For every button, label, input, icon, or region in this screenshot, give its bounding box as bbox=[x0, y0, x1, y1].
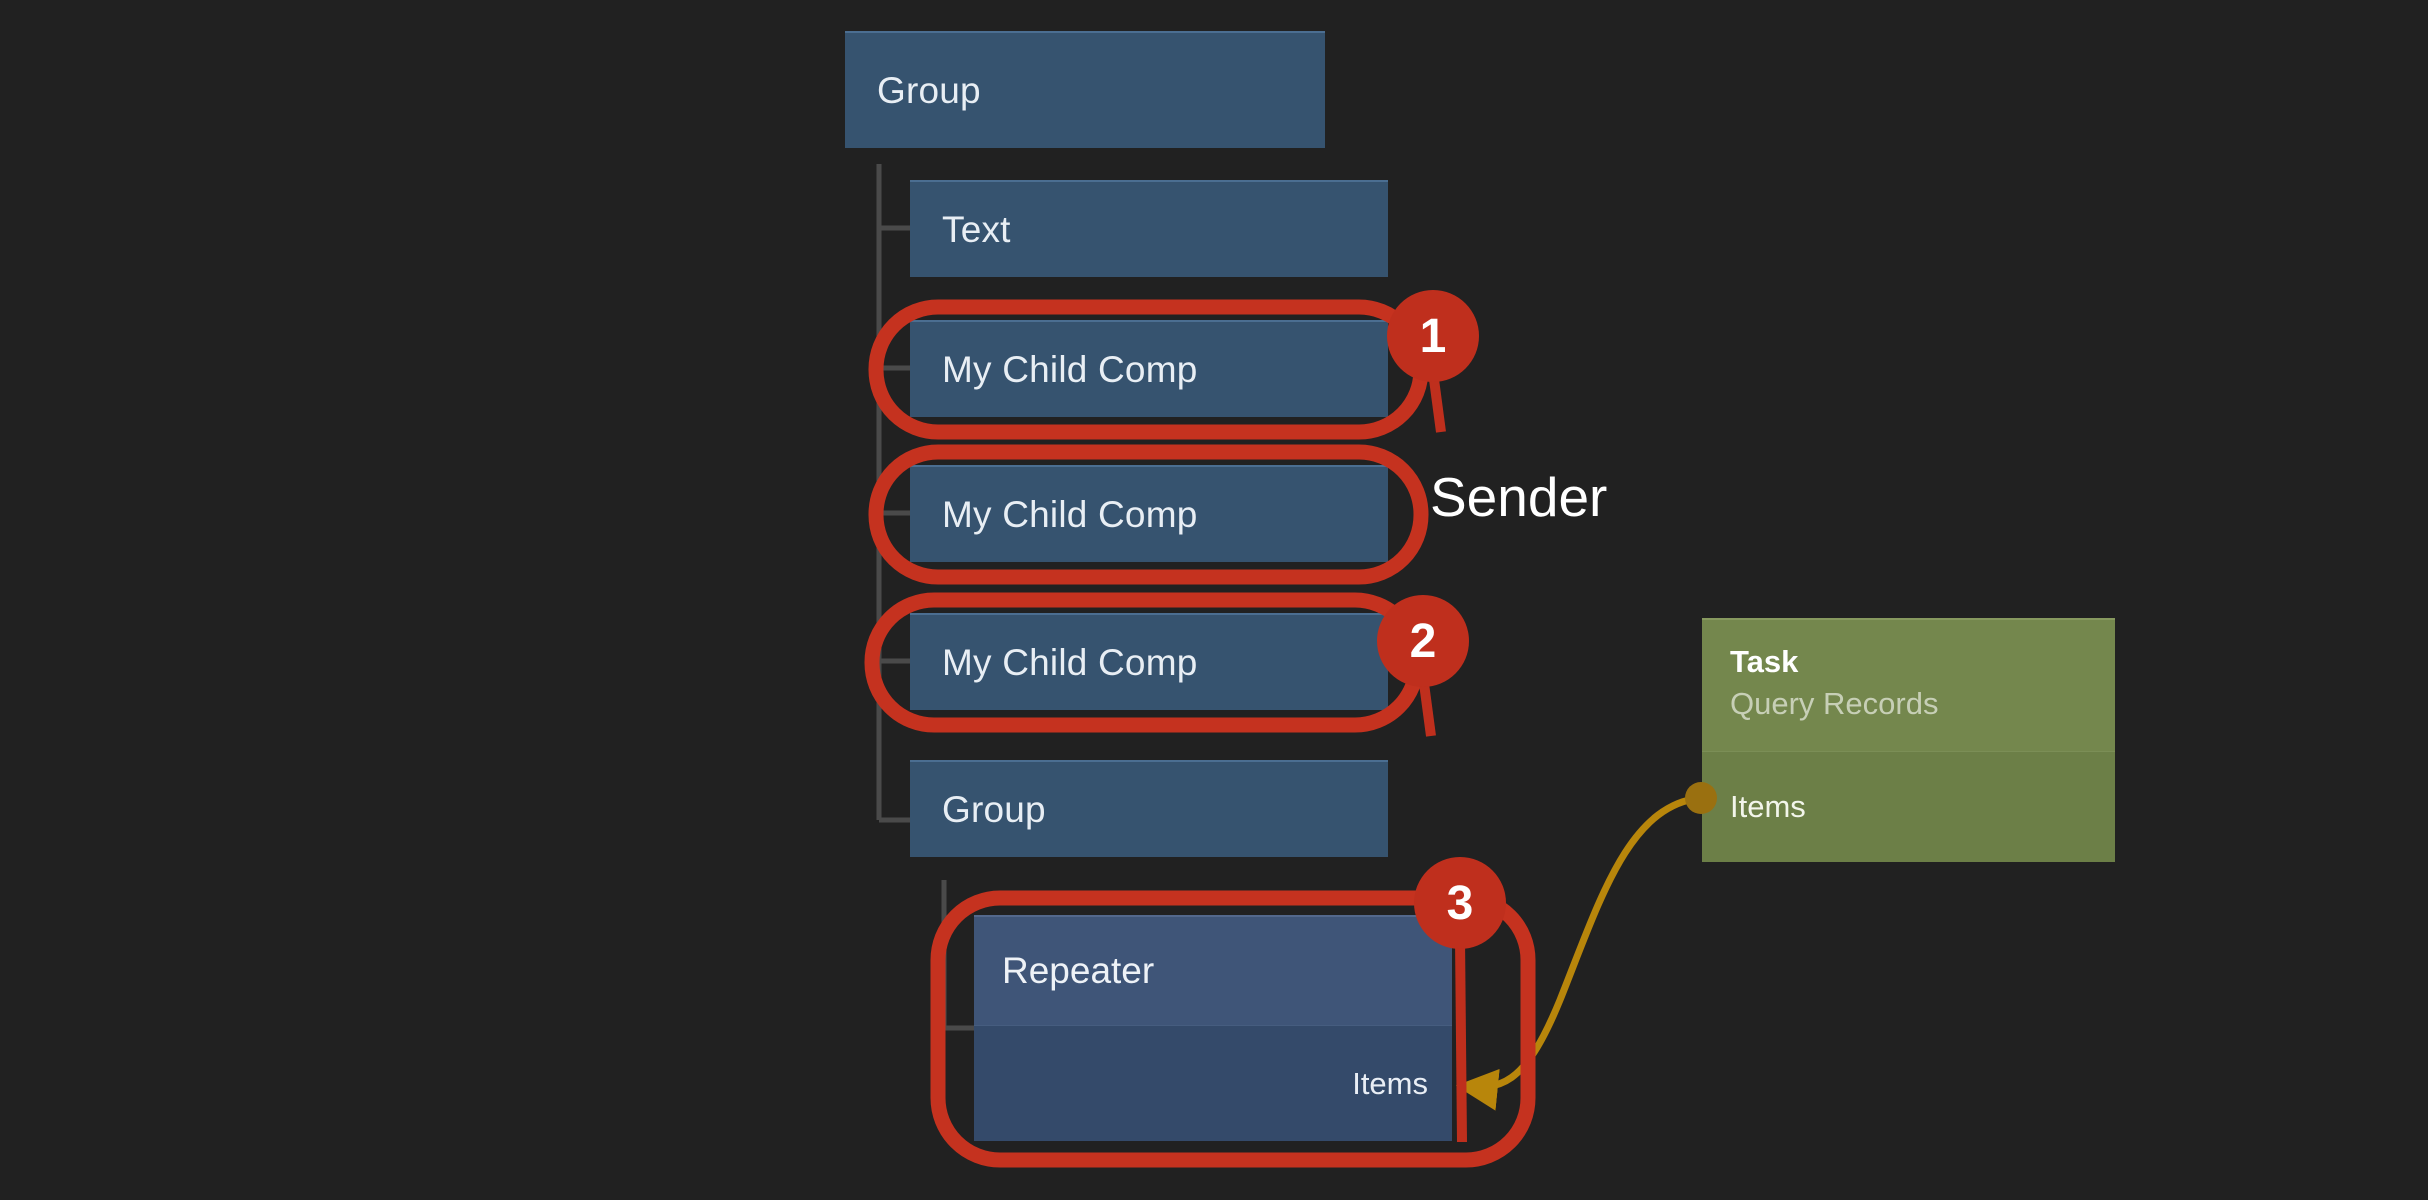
task-node-title: Task bbox=[1730, 644, 1799, 679]
tree-node-my-child-comp-2[interactable]: My Child Comp bbox=[910, 465, 1388, 562]
annotation-badge-number: 3 bbox=[1446, 876, 1474, 930]
tree-node-text[interactable]: Text bbox=[910, 180, 1388, 277]
annotation-badge-number: 1 bbox=[1419, 309, 1447, 363]
task-node-subtitle: Query Records bbox=[1730, 686, 1939, 721]
annotation-badge-3: 3 bbox=[1414, 857, 1506, 949]
annotation-badge-number: 2 bbox=[1409, 614, 1437, 668]
task-node-header: Task Query Records bbox=[1702, 620, 2115, 751]
repeater-items-port-label[interactable]: Items bbox=[1352, 1065, 1428, 1101]
annotation-badge-1: 1 bbox=[1387, 290, 1479, 382]
task-node[interactable]: Task Query Records Items bbox=[1702, 618, 2115, 862]
tree-node-label: Group bbox=[877, 69, 981, 111]
sender-caption: Sender bbox=[1430, 466, 1608, 528]
tree-node-label: My Child Comp bbox=[942, 348, 1198, 390]
badge-3-leader-line bbox=[1455, 937, 1467, 1143]
tree-node-label: Text bbox=[942, 208, 1011, 250]
repeater-node[interactable]: Repeater Items bbox=[974, 915, 1452, 1141]
tree-node-my-child-comp-1[interactable]: My Child Comp bbox=[910, 320, 1388, 417]
tree-node-label: My Child Comp bbox=[942, 493, 1198, 535]
repeater-node-header: Repeater bbox=[974, 917, 1452, 1025]
connector-path bbox=[1455, 794, 1701, 1111]
tree-node-label: My Child Comp bbox=[942, 641, 1198, 683]
repeater-node-body: Items bbox=[974, 1025, 1452, 1141]
annotation-badge-2: 2 bbox=[1377, 595, 1469, 687]
task-node-body: Items bbox=[1702, 751, 2115, 862]
task-items-port-label[interactable]: Items bbox=[1730, 789, 1806, 824]
tree-node-group-inner[interactable]: Group bbox=[910, 760, 1388, 857]
tree-node-label: Group bbox=[942, 788, 1046, 830]
repeater-node-title: Repeater bbox=[1002, 950, 1155, 991]
tree-node-my-child-comp-3[interactable]: My Child Comp bbox=[910, 613, 1388, 710]
tree-node-group-root[interactable]: Group bbox=[845, 31, 1325, 148]
